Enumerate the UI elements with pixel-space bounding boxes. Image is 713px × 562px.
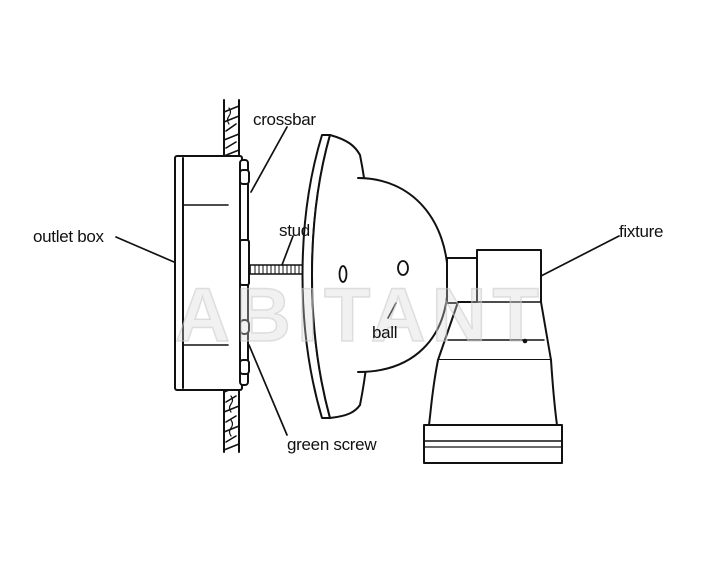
connector-neck	[446, 257, 480, 304]
label-ball: ball	[372, 323, 398, 342]
label-fixture: fixture	[619, 222, 664, 241]
fixture	[423, 249, 563, 464]
label-stud: stud	[279, 221, 310, 240]
ball-housing	[357, 177, 449, 373]
leader-lines	[115, 126, 620, 436]
label-outlet-box: outlet box	[33, 227, 104, 246]
crossbar	[239, 159, 250, 386]
label-green-screw: green screw	[287, 435, 377, 454]
canopy	[301, 134, 373, 419]
label-crossbar: crossbar	[253, 110, 316, 129]
outlet-box	[174, 155, 243, 391]
